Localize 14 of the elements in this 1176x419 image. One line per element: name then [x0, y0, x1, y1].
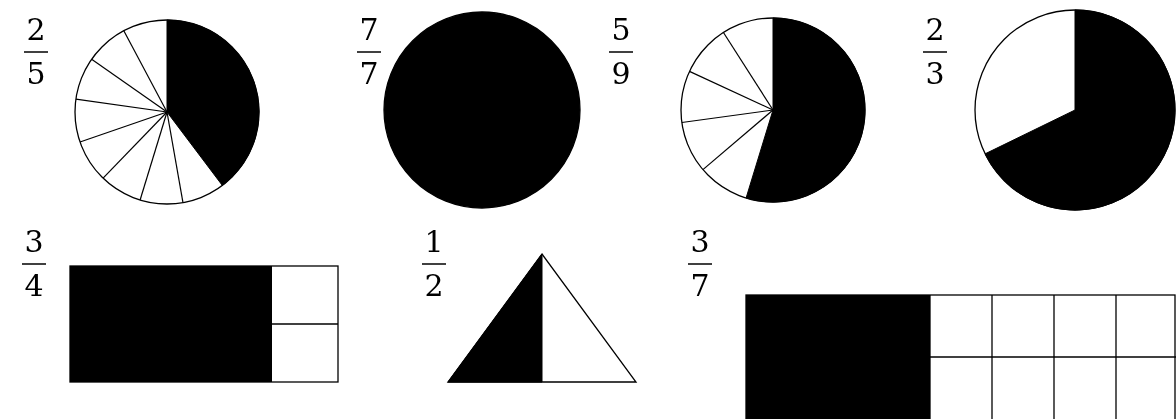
fraction-denominator: 2	[423, 270, 445, 302]
fraction-numerator: 5	[610, 14, 632, 46]
fraction-numerator: 3	[689, 226, 711, 258]
fraction-numerator: 2	[25, 14, 47, 46]
fraction-denominator: 7	[689, 270, 711, 302]
fraction-numerator: 3	[23, 226, 45, 258]
fraction-numerator: 7	[358, 14, 380, 46]
fraction-denominator: 9	[610, 58, 632, 90]
fraction-denominator: 4	[23, 270, 45, 302]
fraction-denominator: 3	[924, 58, 946, 90]
fraction-denominator: 5	[25, 58, 47, 90]
fraction-numerator: 2	[924, 14, 946, 46]
fraction-denominator: 7	[358, 58, 380, 90]
fraction-numerator: 1	[423, 226, 445, 258]
